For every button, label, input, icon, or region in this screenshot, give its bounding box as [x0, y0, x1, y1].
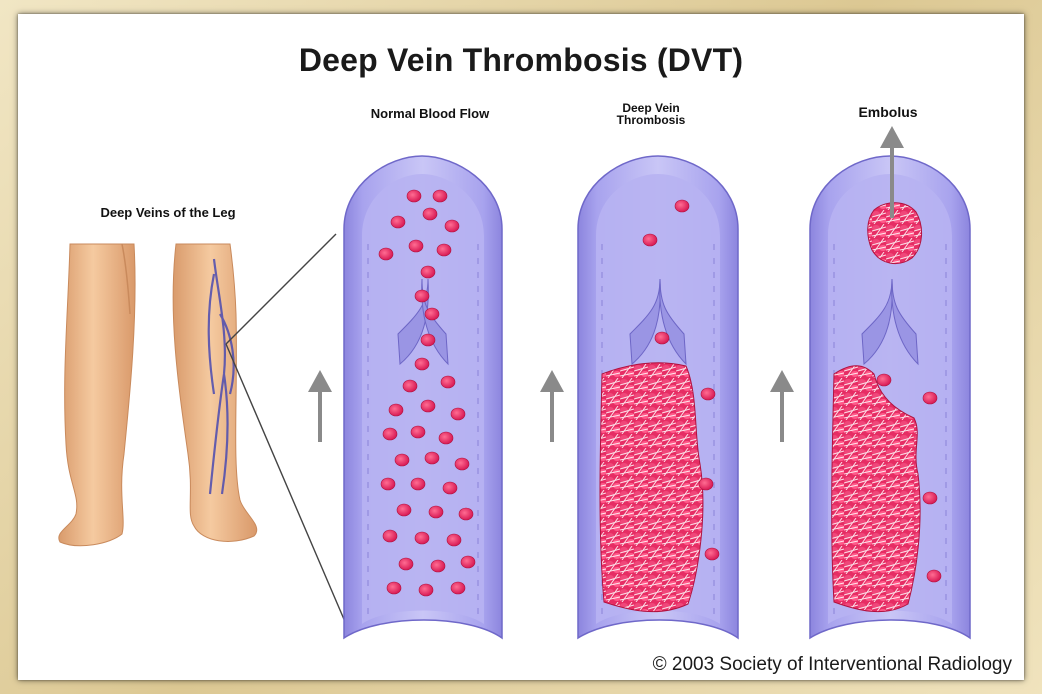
embolus-clot — [868, 203, 922, 264]
diagram-panel: Deep Vein Thrombosis (DVT) Deep Veins of… — [18, 14, 1024, 680]
vein-embolus — [810, 156, 970, 638]
vein-dvt — [578, 156, 738, 638]
flow-arrow-embolus — [770, 370, 794, 442]
copyright-text: © 2003 Society of Interventional Radiolo… — [653, 654, 1012, 676]
vein-normal — [344, 156, 502, 638]
flow-arrow-dvt — [540, 370, 564, 442]
flow-arrow-normal — [308, 370, 332, 442]
legs-illustration — [59, 244, 257, 546]
dvt-illustration — [18, 14, 1024, 680]
thrombus-clot — [600, 363, 703, 612]
zoom-line-top — [226, 234, 336, 344]
